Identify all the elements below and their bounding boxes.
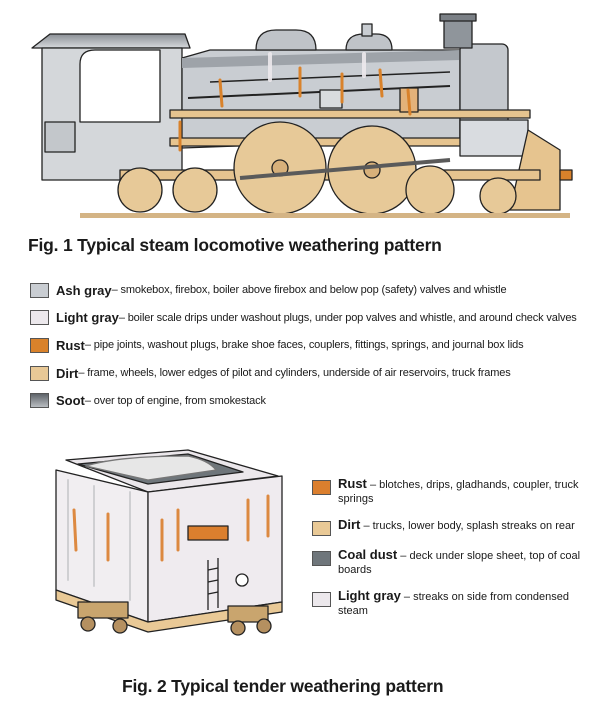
legend-item-rust: Rust – blotches, drips, gladhands, coupl…	[312, 477, 597, 506]
locomotive-illustration	[31, 13, 573, 218]
dirt-swatch	[312, 521, 331, 536]
tender-illustration	[55, 449, 283, 636]
legend-term: Light gray	[56, 310, 119, 326]
figure2-legend: Rust – blotches, drips, gladhands, coupl…	[312, 477, 597, 630]
legend-term: Light gray	[338, 588, 401, 603]
rust-swatch	[30, 337, 49, 353]
legend-desc: – boiler scale drips under washout plugs…	[118, 311, 577, 324]
dirt-swatch	[30, 365, 49, 381]
legend-item-dirt: Dirt – trucks, lower body, splash streak…	[312, 518, 597, 536]
figure1-legend: Ash gray – smokebox, firebox, boiler abo…	[30, 280, 595, 418]
legend-term: Rust	[56, 337, 85, 353]
light-gray-swatch	[30, 310, 49, 326]
legend-item-soot: Soot – over top of engine, from smokesta…	[30, 391, 595, 411]
legend-desc: – deck under slope sheet, top of coal bo…	[338, 550, 581, 576]
legend-desc: – pipe joints, washout plugs, brake shoe…	[84, 339, 524, 352]
figure2-caption: Fig. 2 Typical tender weathering pattern	[122, 676, 444, 696]
legend-desc: – smokebox, firebox, boiler above firebo…	[111, 284, 507, 296]
legend-desc: – trucks, lower body, splash streaks on …	[360, 520, 575, 532]
legend-item-coal-dust: Coal dust – deck under slope sheet, top …	[312, 548, 597, 577]
legend-term: Rust	[338, 476, 367, 491]
ash-gray-swatch	[30, 282, 49, 298]
legend-desc: – streaks on side from condensed steam	[338, 591, 569, 617]
legend-item-light-gray: Light gray – boiler scale drips under wa…	[30, 308, 595, 328]
legend-item-ash-gray: Ash gray – smokebox, firebox, boiler abo…	[30, 280, 595, 300]
legend-desc: – frame, wheels, lower edges of pilot an…	[78, 367, 511, 380]
legend-desc: – blotches, drips, gladhands, coupler, t…	[338, 479, 579, 505]
legend-desc: – over top of engine, from smokestack	[84, 394, 266, 407]
legend-item-light-gray: Light gray – streaks on side from conden…	[312, 589, 597, 618]
legend-item-rust: Rust – pipe joints, washout plugs, brake…	[30, 335, 595, 355]
legend-term: Soot	[56, 393, 85, 409]
coal-dust-swatch	[312, 551, 331, 566]
legend-term: Dirt	[56, 365, 79, 381]
legend-term: Ash gray	[56, 282, 112, 298]
rust-swatch	[312, 480, 331, 495]
legend-term: Dirt	[338, 517, 361, 532]
figure1-caption: Fig. 1 Typical steam locomotive weatheri…	[28, 235, 442, 255]
light-gray-swatch	[312, 592, 331, 607]
soot-swatch	[30, 393, 49, 409]
legend-item-dirt: Dirt – frame, wheels, lower edges of pil…	[30, 363, 595, 383]
legend-term: Coal dust	[338, 547, 398, 562]
